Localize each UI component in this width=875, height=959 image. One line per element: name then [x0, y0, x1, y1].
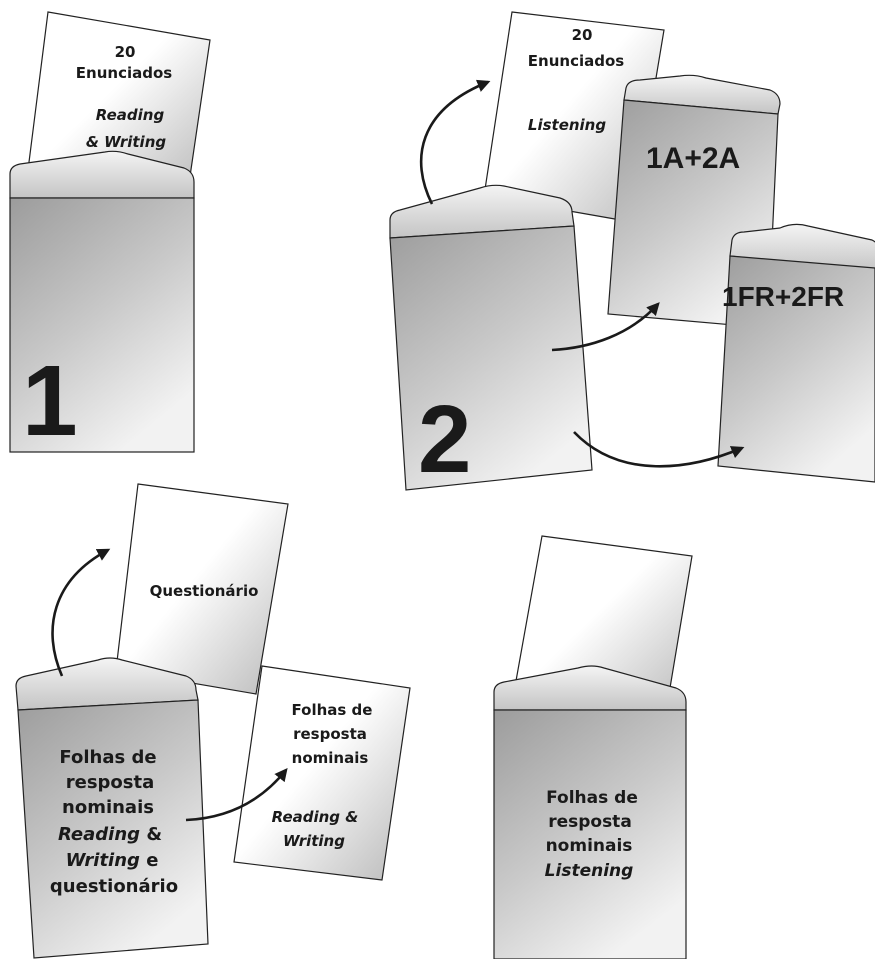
- panel1-paper-line3: Reading: [96, 106, 165, 124]
- panel4-envelope: Folhas de resposta nominais Listening: [493, 665, 687, 959]
- panel3-envelope-line6: questionário: [50, 876, 178, 897]
- panel4-envelope-line3: nominais: [546, 836, 633, 856]
- panel2-envelope-fr-label: 1FR+2FR: [722, 281, 844, 312]
- panel-4: Folhas de resposta nominais Listening: [493, 535, 693, 959]
- panel3-envelope-line1: Folhas de: [59, 747, 156, 768]
- panel2-paper-line2: Enunciados: [528, 52, 624, 70]
- panel3-envelope-line4: Reading &: [58, 824, 162, 845]
- panel2-arrow-to-envelope-fr: [573, 431, 745, 468]
- panel3-envelope-line3: nominais: [62, 797, 154, 818]
- panel2-envelope-2: 2: [389, 184, 593, 493]
- panel2-envelope-number: 2: [418, 386, 471, 493]
- panel4-envelope-line4: Listening: [545, 861, 634, 881]
- panel3-envelope-line5: Writing e: [66, 850, 159, 871]
- panel3-questionnaire-paper: Questionário: [115, 483, 289, 695]
- panel3-envelope: Folhas de resposta nominais Reading & Wr…: [15, 657, 209, 959]
- panel3-envelope-line5-rest: e: [140, 850, 158, 871]
- panel1-paper-line1: 20: [115, 43, 136, 61]
- panel3-envelope-line5-italic: Writing: [66, 850, 140, 871]
- panel3-arrow-to-answer-sheet: [185, 767, 288, 822]
- panel1-envelope-number: 1: [22, 345, 78, 457]
- panel1-paper: 20 Enunciados Reading & Writing: [27, 11, 211, 191]
- panel1-paper-line2: Enunciados: [76, 64, 172, 82]
- panel4-envelope-line2: resposta: [548, 812, 632, 832]
- panel3-envelope-line4-rest: &: [140, 824, 162, 845]
- panel3-envelope-line2: resposta: [66, 772, 155, 793]
- panel1-paper-line4: & Writing: [86, 133, 166, 151]
- panel3-answer-line3: nominais: [292, 749, 369, 767]
- panel3-answer-sheet: Folhas de resposta nominais Reading & Wr…: [233, 665, 411, 881]
- panel-3: Questionário Folhas de resposta nominais…: [15, 483, 411, 959]
- panel2-envelope-a-label: 1A+2A: [646, 142, 740, 175]
- panel3-answer-line1: Folhas de: [292, 701, 373, 719]
- panel2-arrow-to-envelope-a: [551, 302, 660, 352]
- panel2-arrow-to-paper: [419, 79, 491, 205]
- panel2-paper-line3: Listening: [528, 116, 606, 134]
- panel3-answer-line2: resposta: [293, 725, 367, 743]
- panel3-arrow-to-questionnaire: [51, 548, 111, 677]
- panel-1: 20 Enunciados Reading & Writing 1: [9, 11, 211, 457]
- panel2-paper-line1: 20: [572, 26, 593, 44]
- panel4-envelope-line1: Folhas de: [546, 788, 638, 808]
- panel3-questionnaire-label: Questionário: [150, 582, 259, 600]
- panel1-envelope: 1: [9, 150, 195, 457]
- panel3-envelope-line4-italic: Reading: [58, 824, 140, 845]
- panel3-answer-line5: Writing: [283, 832, 345, 850]
- panel-2: 20 Enunciados Listening 1A+2A 2 1FR+2FR: [389, 11, 875, 493]
- panel3-answer-line4: Reading &: [272, 808, 359, 826]
- panel2-envelope-fr: 1FR+2FR: [717, 223, 875, 483]
